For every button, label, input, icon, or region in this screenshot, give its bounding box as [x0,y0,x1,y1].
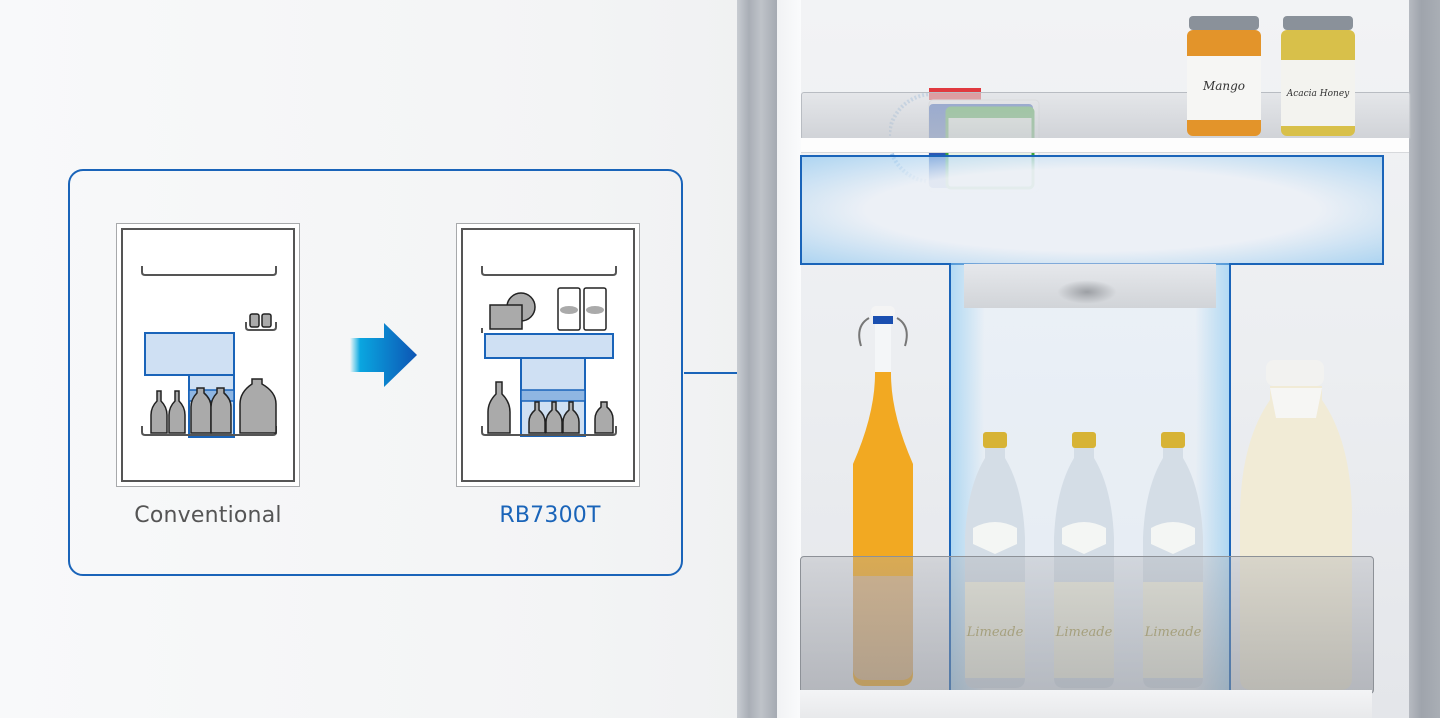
svg-text:Mango: Mango [1202,79,1245,93]
top-shelf-lip [801,138,1409,153]
honey-jar: Acacia Honey [1279,16,1357,138]
svg-text:Acacia Honey: Acacia Honey [1286,89,1350,99]
conventional-caption: Conventional [134,503,282,528]
door-gasket-right [1409,0,1440,718]
door-gasket-left [737,0,777,718]
comparison-callout-box [68,169,683,576]
rb7300t-fridge-icon [456,223,640,487]
inner-wall-left [777,0,801,718]
rb7300t-caption: RB7300T [499,503,601,528]
door-bin-lip [800,690,1372,718]
water-dispenser-nozzle [1057,280,1117,304]
top-door-shelf: Mango Acacia Honey [801,16,1411,193]
conventional-fridge-icon [116,223,300,487]
arrow-right-icon [350,322,418,388]
highlight-shelf-band [800,155,1384,265]
fridge-door-interior: Mango Acacia Honey [737,0,1440,718]
mango-jar: Mango [1185,16,1263,138]
bottom-door-bin [800,556,1374,694]
